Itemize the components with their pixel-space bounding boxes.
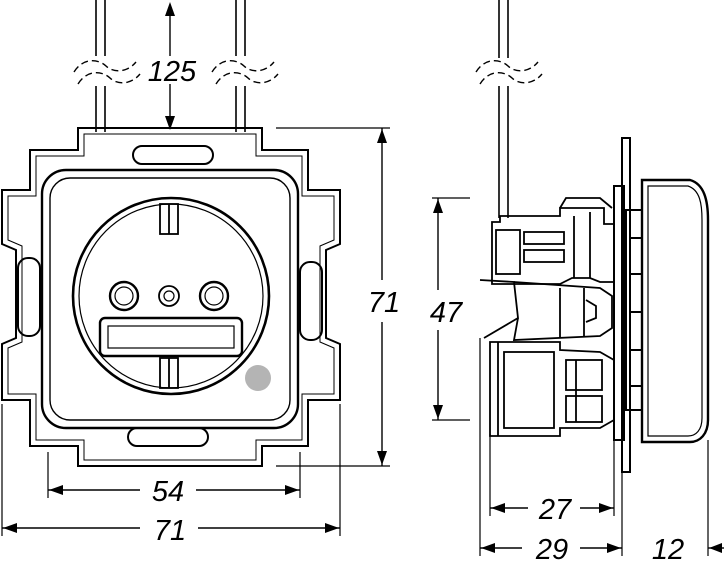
label-window: [98, 316, 244, 358]
dim-body-depth: 29: [479, 338, 623, 566]
mounting-slot-top: [132, 145, 214, 165]
cover-profile-inner: [647, 185, 703, 437]
dim-frame-height: 71: [276, 127, 400, 467]
dim-inner-width-label: 54: [152, 476, 184, 508]
side-cable-break-symbol: [475, 60, 543, 85]
cable-break-symbol-left: [73, 60, 141, 85]
cover-profile: [640, 178, 710, 444]
mounting-frame-inner: [7, 133, 335, 461]
dim-module-height-label: 47: [430, 297, 464, 329]
clamp-mid: [479, 279, 613, 341]
socket-face-inner: [78, 203, 264, 389]
dim-cable-spacing-label: 125: [148, 56, 197, 88]
dim-cover-depth-label: 12: [652, 534, 684, 566]
indicator-light-icon: [245, 365, 271, 391]
side-clamp-right: [299, 261, 323, 341]
earth-clip-bottom: [159, 357, 179, 389]
mounting-plate-side: [613, 137, 643, 473]
side-view: 47: [430, 0, 724, 566]
dim-module-height: 47: [430, 197, 470, 421]
earth-clip-top: [159, 203, 179, 235]
socket-face: [71, 196, 271, 396]
cover-plate: [40, 168, 300, 430]
side-cable: [498, 0, 509, 218]
cover-plate-inner: [49, 177, 291, 421]
cable-left: [95, 0, 106, 132]
terminal-block-lower: [489, 341, 615, 437]
side-clamp-left: [17, 257, 41, 337]
cable-break-symbol-right: [211, 60, 279, 85]
dim-frame-height-label: 71: [368, 287, 400, 319]
dim-frame-width: 71: [1, 404, 341, 547]
dim-inner-width: 54: [47, 452, 301, 508]
dim-frame-width-label: 71: [154, 515, 186, 547]
dim-cover-depth: 12: [652, 440, 724, 566]
front-view: 125: [0, 0, 400, 547]
dim-mount-depth-label: 27: [538, 494, 573, 526]
dim-mount-depth: 27: [489, 434, 615, 526]
mounting-slot-bottom: [127, 427, 209, 447]
cable-right: [235, 0, 246, 132]
dim-body-depth-label: 29: [535, 534, 568, 566]
pin-hole-left: [108, 280, 140, 312]
pin-hole-right: [198, 280, 230, 312]
terminal-block-upper: [491, 197, 615, 285]
dim-cable-spacing: 125: [148, 2, 197, 130]
mounting-frame: [0, 127, 341, 467]
label-window-inner: [107, 325, 235, 349]
shutter-screw: [158, 285, 180, 307]
